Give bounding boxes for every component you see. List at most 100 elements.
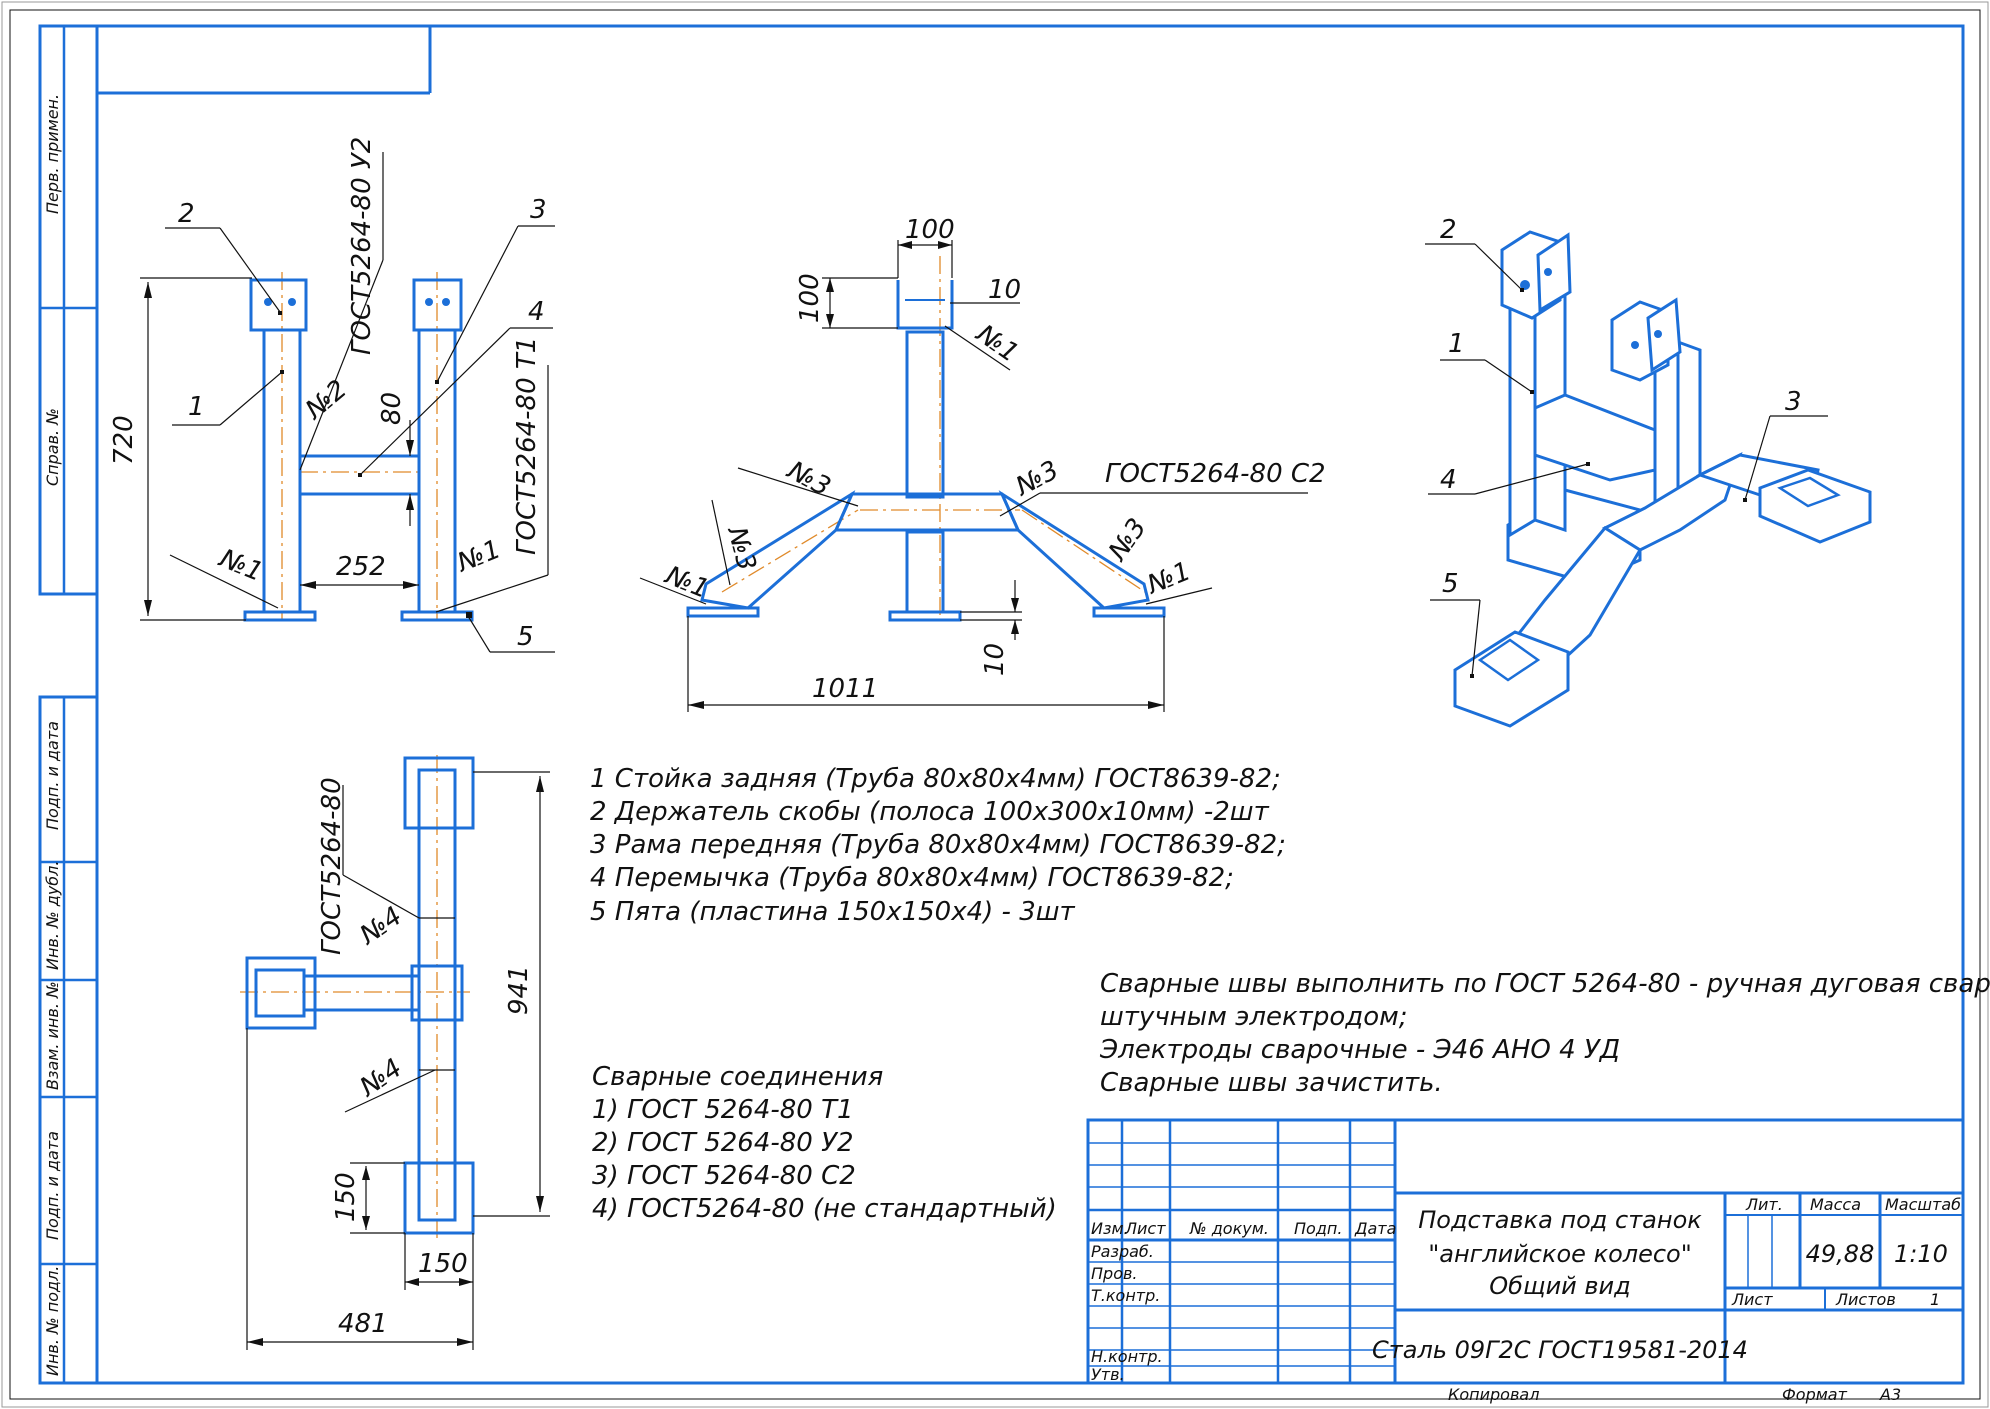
iso-foot-side (1758, 468, 1872, 544)
weld-mark-4-lower: №4 (353, 1053, 408, 1104)
callout-front-3: 3 (530, 195, 547, 225)
weld-mark-side-3b: №3 (1009, 455, 1063, 503)
tb-name-line-1: Подставка под станок (1418, 1206, 1702, 1234)
dim-plate: 10 (980, 643, 1010, 676)
front-frame-right-arm (998, 490, 1150, 610)
part-1: 1 Стойка задняя (Труба 80х80х4мм) ГОСТ86… (590, 764, 1281, 794)
trim-line (9, 9, 1981, 1400)
top-view: 941 150 150 481 ГОСТ5264-80 №4 №4 (240, 755, 550, 1350)
tb-lit-label: Лит. (1745, 1195, 1783, 1214)
callout-iso-1: 1 (1448, 329, 1465, 359)
weld-item-2: 2) ГОСТ 5264-80 У2 (592, 1128, 854, 1158)
iso-crossbar (1533, 393, 1657, 482)
technical-requirements: Сварные швы выполнить по ГОСТ 5264-80 - … (1099, 969, 1990, 1098)
stamp-first-use: Перв. примен. (43, 94, 62, 214)
dim-span: 1011 (812, 674, 878, 704)
side-foot-left (686, 606, 760, 618)
callout-iso-5: 5 (1442, 569, 1459, 599)
dim-top-height: 100 (795, 273, 825, 323)
part-5: 5 Пята (пластина 150х150х4) - 3шт (590, 897, 1076, 927)
tb-material: Сталь 09Г2С ГОСТ19581-2014 (1372, 1336, 1748, 1364)
tb-sheets: 1 (1930, 1290, 1940, 1309)
weld-std-t1: ГОСТ5264-80 Т1 (512, 337, 542, 555)
weld-mark-4-upper: №4 (353, 901, 408, 952)
side-view: 100 100 10 10 1011 ГОСТ5264-80 С2 №1 №3 … (639, 215, 1326, 712)
top-foot-left (245, 956, 317, 1030)
side-stamp: Перв. примен. Справ. № Подп. и дата Инв.… (38, 24, 99, 1385)
weld-std-u2: ГОСТ5264-80 У2 (347, 137, 377, 355)
tb-role-checker: Пров. (1091, 1264, 1138, 1283)
weld-mark-side-3a: №3 (781, 455, 835, 503)
foot-left (243, 610, 317, 622)
weld-mark-side-1-left: №1 (660, 560, 714, 605)
callout-front-5: 5 (517, 622, 534, 652)
tb-scale: 1:10 (1894, 1240, 1948, 1268)
tb-header-change: Изм. (1091, 1219, 1129, 1238)
bracket-left (249, 278, 308, 332)
req-line-4: Сварные швы зачистить. (1100, 1068, 1443, 1098)
weld-mark-side-3c: №3 (721, 522, 762, 574)
part-3: 3 Рама передняя (Труба 80х80х4мм) ГОСТ86… (590, 830, 1286, 860)
tb-header-date: Дата (1354, 1219, 1396, 1238)
footer-copied: Копировал (1448, 1385, 1539, 1404)
front-frame-center (833, 492, 1021, 532)
weld-item-4: 4) ГОСТ5264-80 (не стандартный) (592, 1194, 1057, 1224)
side-bracket (896, 280, 954, 330)
tb-role-norm-control: Н.контр. (1091, 1347, 1163, 1366)
footer-format: А3 (1879, 1385, 1901, 1404)
callout-front-4: 4 (528, 297, 545, 327)
front-view: 720 252 80 2 1 3 4 5 ГОСТ5264-80 У2 ГОСТ… (109, 137, 555, 653)
weld-list: Сварные соединения 1) ГОСТ 5264-80 Т1 2)… (592, 1062, 1057, 1224)
side-post-lower (905, 530, 945, 614)
callout-front-2: 2 (178, 199, 195, 229)
tb-role-approved: Утв. (1091, 1365, 1125, 1384)
title-block: Изм. Лист № докум. Подп. Дата Разраб. Пр… (1086, 1118, 1965, 1385)
weld-item-3: 3) ГОСТ 5264-80 С2 (592, 1161, 856, 1191)
part-2: 2 Держатель скобы (полоса 100х300х10мм) … (590, 797, 1270, 827)
tb-header-sheet: Лист (1124, 1219, 1166, 1238)
tb-name-line-2: "английское колесо" (1428, 1240, 1692, 1268)
tb-sheets-label: Листов (1835, 1290, 1896, 1309)
dim-width: 481 (338, 1309, 388, 1339)
stamp-orig-inv: Инв. № подл. (43, 1266, 62, 1376)
weld-list-title: Сварные соединения (592, 1062, 883, 1092)
bracket-right (412, 278, 463, 332)
side-foot-right (1092, 606, 1166, 618)
stamp-sign-date-2: Подп. и дата (43, 1131, 62, 1240)
dim-length: 941 (504, 965, 534, 1015)
side-foot-center (888, 610, 962, 622)
dim-height: 720 (109, 415, 139, 465)
top-foot-lower (403, 1161, 475, 1235)
tb-header-doc: № докум. (1189, 1219, 1269, 1238)
footer-format-label: Формат (1782, 1385, 1848, 1404)
crossbar (298, 454, 421, 496)
tb-mass: 49,88 (1806, 1240, 1875, 1268)
callout-iso-2: 2 (1440, 215, 1457, 245)
callout-iso-3: 3 (1785, 387, 1802, 417)
top-rear-post (410, 964, 464, 1022)
isometric-view: 2 1 3 4 5 (1425, 215, 1872, 728)
callout-iso-4: 4 (1440, 465, 1457, 495)
tb-sheet-label: Лист (1731, 1290, 1773, 1309)
iso-bracket-left-b (1536, 232, 1572, 313)
dim-spacing: 252 (336, 552, 386, 582)
stamp-sign-date-1: Подп. и дата (43, 721, 62, 830)
dim-thickness: 10 (988, 275, 1021, 305)
dim-base-height: 150 (331, 1172, 361, 1222)
dim-beam: 80 (377, 392, 407, 425)
top-foot-upper (403, 756, 475, 830)
weld-mark-side-3d: №3 (1102, 513, 1153, 568)
tb-scale-label: Масштаб (1885, 1195, 1961, 1214)
tb-role-tech-control: Т.контр. (1091, 1286, 1160, 1305)
weld-mark-1-right: №1 (452, 534, 506, 579)
req-line-1: Сварные швы выполнить по ГОСТ 5264-80 - … (1100, 969, 1990, 999)
part-4: 4 Перемычка (Труба 80х80х4мм) ГОСТ8639-8… (590, 863, 1234, 893)
weld-std-c2: ГОСТ5264-80 С2 (1105, 459, 1326, 489)
weld-mark-2: №2 (299, 374, 353, 426)
dim-top-width: 100 (905, 215, 955, 245)
weld-item-1: 1) ГОСТ 5264-80 Т1 (592, 1095, 854, 1125)
stamp-reference: Справ. № (43, 408, 62, 486)
stamp-replace-inv: Взам. инв. № (43, 981, 62, 1090)
